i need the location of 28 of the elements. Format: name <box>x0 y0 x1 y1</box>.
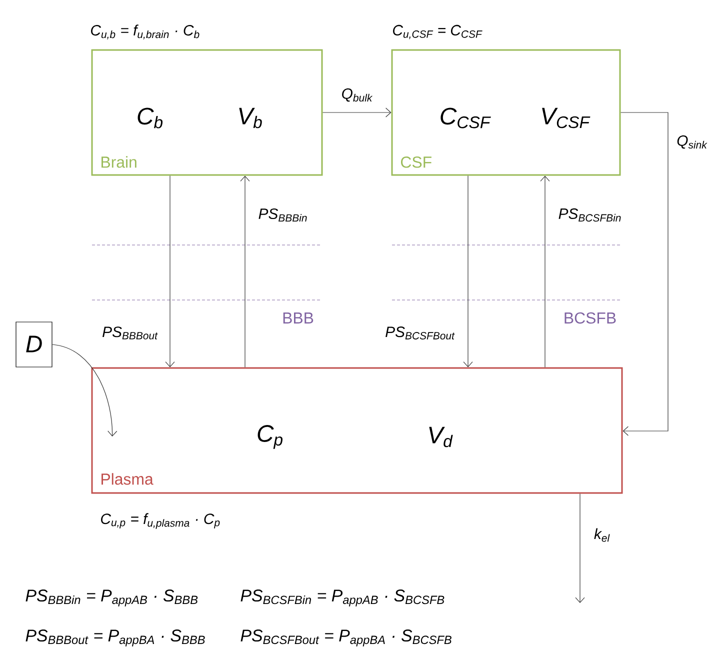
edge-label: PS$_{BCSFBin}$ <box>557 207 623 223</box>
arrow <box>620 112 668 436</box>
equation: C$_{u,p}$ = f$_{u,plasma}$ · C$_{p}$ <box>101 513 220 529</box>
edge-label: PS$_{BBBout}$ <box>101 326 159 340</box>
equation: C$_{u,CSF}$ = C$_{CSF}$ <box>393 24 482 40</box>
arrow <box>575 493 585 603</box>
equation: PS$_{BBBout}$ = P$_{appBA}$ · S$_{BBB}$ <box>26 630 205 646</box>
arrow <box>240 176 250 368</box>
arrow <box>165 175 175 368</box>
dose-box: D <box>16 322 52 368</box>
compartment-box: C$_{b}$ V$_{b}$ Brain <box>91 49 323 176</box>
arrow <box>322 108 392 118</box>
edge-label: PS$_{BBBin}$ <box>257 207 309 223</box>
edge-label: k$_{el}$ <box>592 527 612 543</box>
edge-label: Q$_{sink}$ <box>676 134 708 150</box>
barrier-label: BBB <box>283 312 314 324</box>
arrow <box>540 176 550 368</box>
equation: PS$_{BCSFBout}$ = P$_{appBA}$ · S$_{BCSFB}$ <box>240 630 452 646</box>
arrow <box>52 344 118 436</box>
compartment-box: C$_{p}$ V$_{d}$ Plasma <box>91 367 623 494</box>
equation: PS$_{BBBin}$ = P$_{appAB}$ · S$_{BBB}$ <box>26 590 198 606</box>
edge-label: Q$_{bulk}$ <box>340 87 374 103</box>
barrier-label: BCSFB <box>564 312 616 324</box>
compartment-box: C$_{CSF}$ V$_{CSF}$ CSF <box>391 49 621 176</box>
arrow <box>463 175 473 368</box>
equation: C$_{u,b}$ = f$_{u,brain}$ · C$_{b}$ <box>91 24 200 40</box>
edge-label: PS$_{BCSFBout}$ <box>384 326 456 340</box>
equation: PS$_{BCSFBin}$ = P$_{appAB}$ · S$_{BCSFB}$ <box>240 590 444 606</box>
